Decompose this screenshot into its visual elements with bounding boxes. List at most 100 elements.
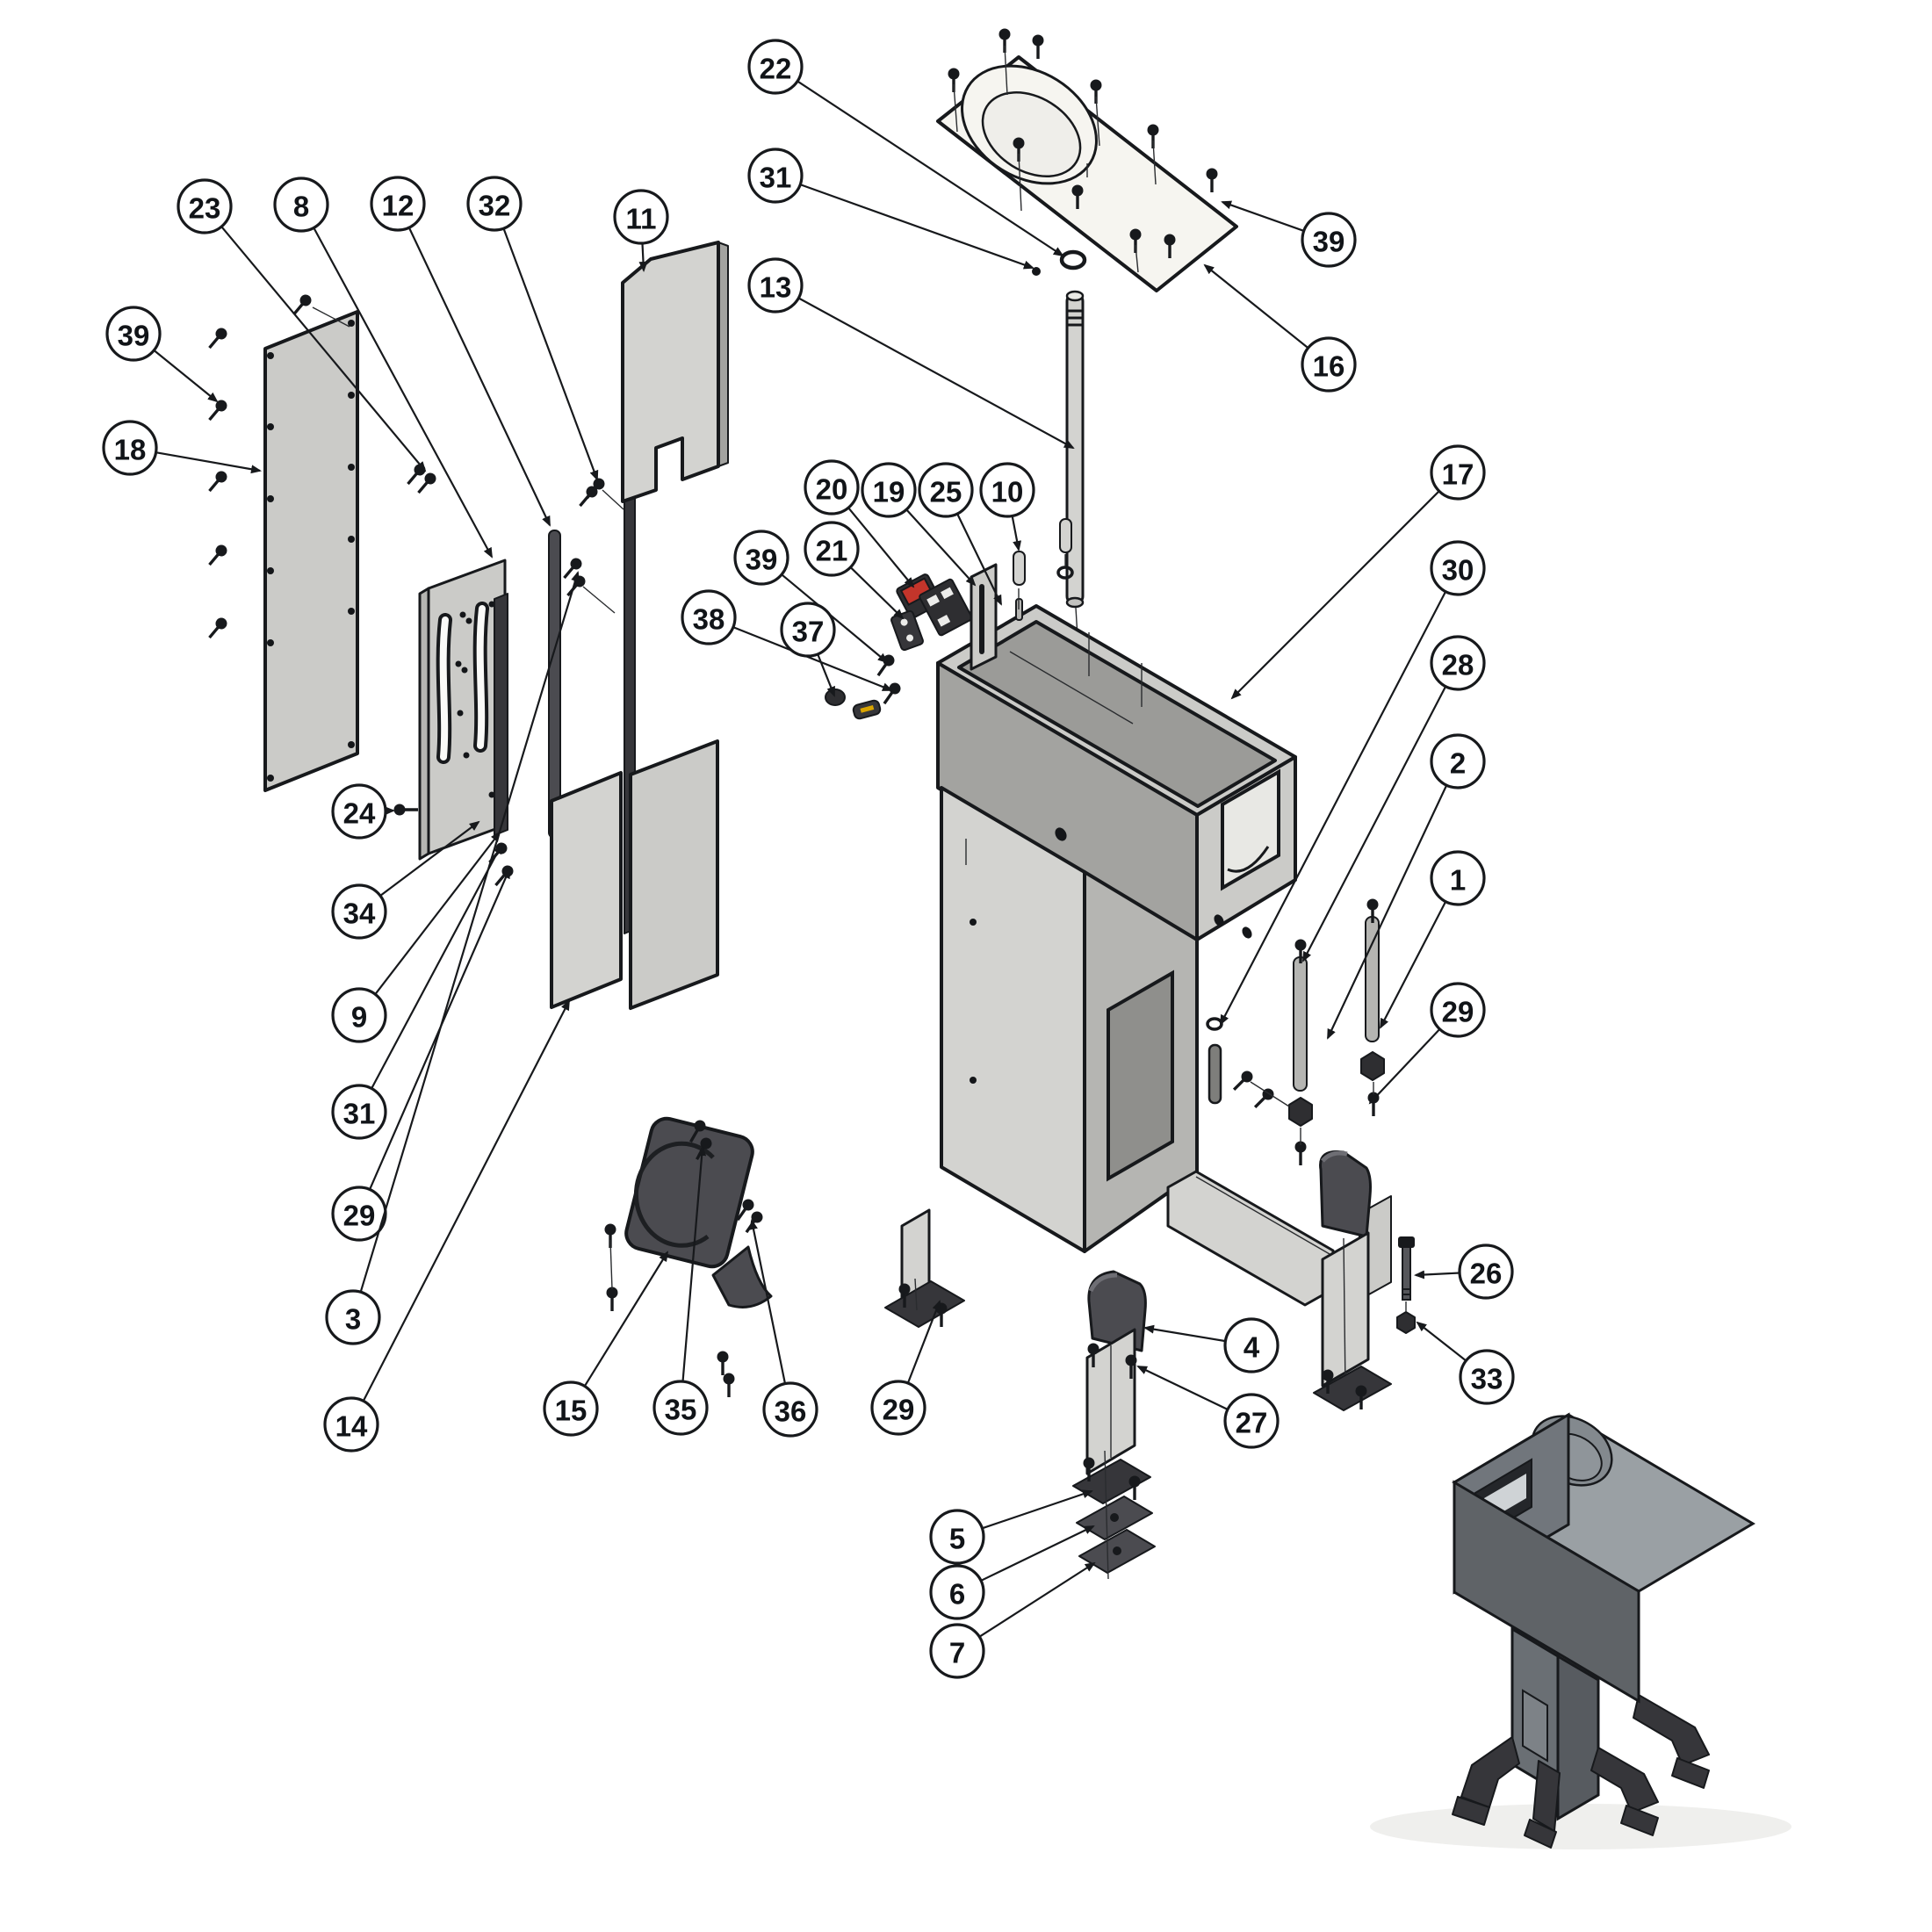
balloon-circle [1458, 1244, 1514, 1300]
callout-38: 38 [681, 589, 893, 692]
hex-nut [1360, 1051, 1385, 1081]
unit-leg [1460, 1736, 1520, 1808]
balloon-circle [804, 459, 860, 515]
callout-1: 1 [1380, 850, 1486, 1029]
callout-35: 35 [652, 1145, 709, 1436]
guide-bracket-group [970, 518, 1074, 671]
leg-bolt-head [1398, 1236, 1415, 1248]
main-body-group [936, 604, 1297, 1253]
leader-line [797, 80, 1064, 257]
balloon-number: 30 [1442, 554, 1474, 587]
callout-18: 18 [102, 420, 262, 476]
balloon-circle [733, 530, 789, 586]
tube-bottom [1065, 596, 1085, 609]
top-plate-screws [946, 26, 1220, 273]
balloon-circle [1430, 540, 1486, 596]
button-knob [825, 688, 846, 706]
bracket-slot [439, 616, 449, 761]
pin-ring [1056, 566, 1074, 580]
gas-rod [1293, 956, 1308, 1092]
opening-inner-arc [1227, 846, 1270, 873]
balloon-circle [681, 589, 737, 645]
leader-line [1203, 263, 1309, 350]
balloon-circle [652, 1380, 709, 1436]
hex-nut [1288, 1097, 1313, 1127]
balloon-circle [804, 521, 860, 577]
dowel-pin [1013, 551, 1026, 586]
balloon-number: 21 [816, 535, 848, 567]
leg-bolt [1402, 1246, 1411, 1301]
door-arc [633, 1141, 715, 1248]
callout-39: 39 [733, 530, 889, 664]
trim-rod [548, 530, 561, 839]
leader-line [982, 1489, 1093, 1530]
unit-column-panel [1522, 1689, 1548, 1763]
balloon-circle [780, 602, 836, 658]
leader-line [502, 227, 599, 481]
balloon-circle [323, 1396, 379, 1453]
leader-line [1136, 1366, 1229, 1410]
leader-line [359, 571, 580, 1293]
lower-front-panel [550, 771, 623, 1009]
balloon-number: 31 [760, 162, 792, 194]
leader-line [905, 508, 977, 587]
balloon-circle [331, 1186, 387, 1242]
leader-line [797, 297, 1075, 449]
balloon-circle [762, 1381, 818, 1438]
top-plate-group [936, 26, 1238, 292]
leader-line [155, 451, 262, 474]
screw-icon [203, 396, 231, 425]
leader-line [849, 566, 905, 620]
balloon-circle [177, 178, 233, 234]
callout-30: 30 [1220, 540, 1486, 1026]
balloon-circle [929, 1564, 985, 1620]
leader-line [1230, 490, 1440, 700]
seal-ring [1059, 249, 1087, 270]
callout-32: 32 [466, 176, 599, 481]
screw-icon [287, 291, 315, 320]
balloon-number: 8 [293, 191, 309, 223]
balloon-number: 28 [1442, 649, 1474, 681]
button-grommet-group [825, 688, 882, 720]
callout-23: 23 [177, 178, 427, 472]
screw-icon [1228, 1067, 1257, 1096]
balloon-circle [1301, 212, 1357, 268]
callout-27: 27 [1136, 1366, 1280, 1449]
balloon-number: 29 [1442, 996, 1474, 1028]
balloon-circle [1430, 850, 1486, 906]
callout-20: 20 [804, 459, 915, 588]
legs-group [884, 1150, 1416, 1580]
leader-line [1380, 901, 1447, 1029]
screw-icon [203, 614, 231, 643]
switch-plate [890, 609, 924, 652]
balloon-number: 39 [746, 544, 778, 576]
balloon-number: 35 [665, 1394, 697, 1426]
callout-12: 12 [370, 176, 551, 527]
balloon-number: 23 [189, 192, 221, 225]
callout-6: 6 [929, 1525, 1095, 1620]
leader-line [799, 184, 1034, 270]
balloon-number: 2 [1450, 747, 1466, 780]
screw-icon [721, 1371, 737, 1399]
balloon-number: 22 [760, 53, 792, 85]
callout-4: 4 [1143, 1317, 1280, 1373]
balloon-number: 39 [118, 320, 150, 352]
callout-34: 34 [331, 820, 480, 940]
balloon-number: 10 [991, 476, 1024, 508]
callout-26: 26 [1414, 1244, 1514, 1300]
standpipe-tube [1065, 292, 1085, 605]
leader-line [817, 653, 836, 697]
leader-line [732, 626, 893, 692]
assembled-unit [1370, 1412, 1791, 1849]
leader-line [1011, 515, 1022, 551]
leader-line [1221, 200, 1305, 232]
balloon-number: 37 [792, 616, 825, 648]
balloon-number: 38 [693, 603, 725, 636]
leader-line [374, 831, 501, 995]
dowel-pin [1059, 518, 1072, 553]
screw-icon [392, 802, 420, 818]
bracket-edge-strip [494, 593, 508, 836]
screw-icon [871, 651, 898, 681]
callout-14: 14 [323, 999, 570, 1453]
